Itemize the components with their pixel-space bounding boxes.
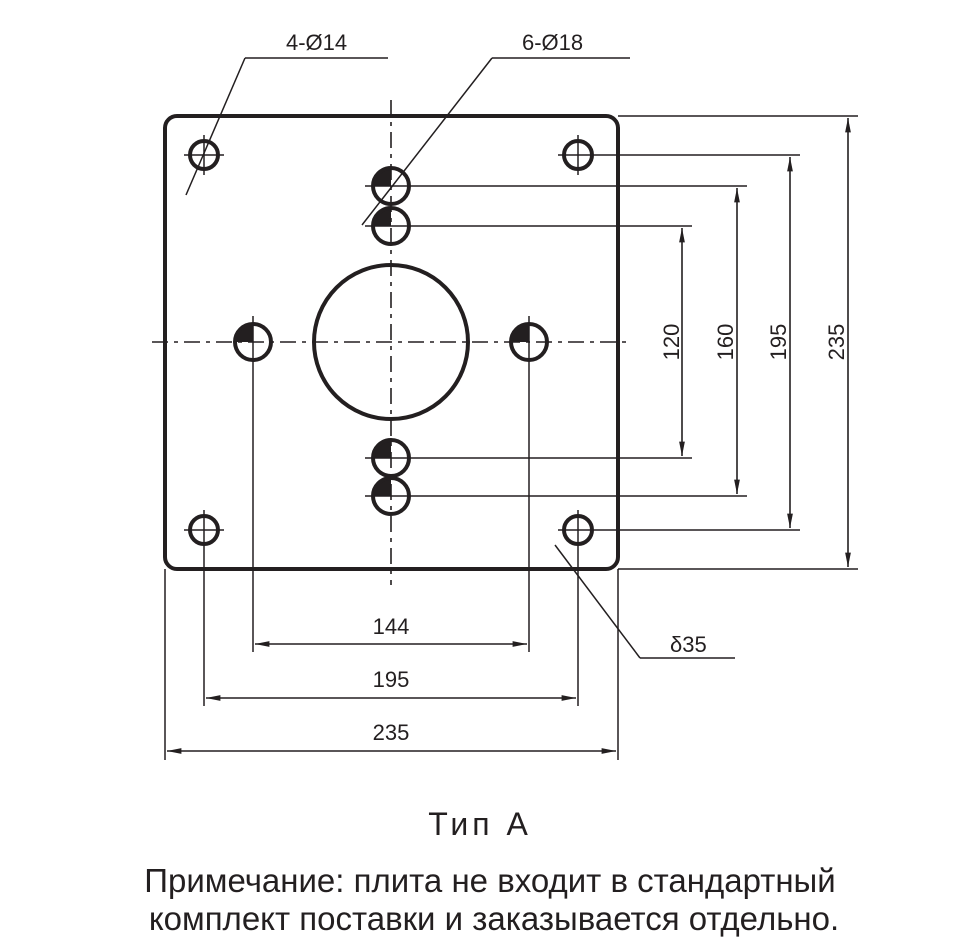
dim-vertical-120: 120 [659,324,684,361]
drawing-title: Тип А [428,806,532,842]
leader-mount-holes [361,57,630,226]
dim-horizontal-195: 195 [373,667,410,692]
label-corner-holes: 4-Ø14 [286,30,347,55]
note-line-2: комплект поставки и заказывается отдельн… [148,900,840,937]
dim-horizontal-235: 235 [373,720,410,745]
label-thickness: δ35 [670,632,707,657]
horizontal-dimension-lines [167,641,616,754]
leader-corner-holes [185,57,388,196]
dim-horizontal-144: 144 [373,614,410,639]
vertical-extension-lines [417,115,858,570]
plate-drawing: 4-Ø14 6-Ø18 δ35 120 160 195 235 144 195 … [152,30,858,760]
dim-vertical-160: 160 [713,324,738,361]
dim-vertical-195: 195 [766,324,791,361]
note-line-1: Примечание: плита не входит в стандартны… [144,862,836,899]
center-bore [312,263,470,421]
leader-thickness [554,544,735,659]
dim-vertical-235: 235 [824,324,849,361]
horizontal-extension-lines [164,368,619,760]
label-mount-holes: 6-Ø18 [522,30,583,55]
vertical-dimension-lines [679,118,851,567]
